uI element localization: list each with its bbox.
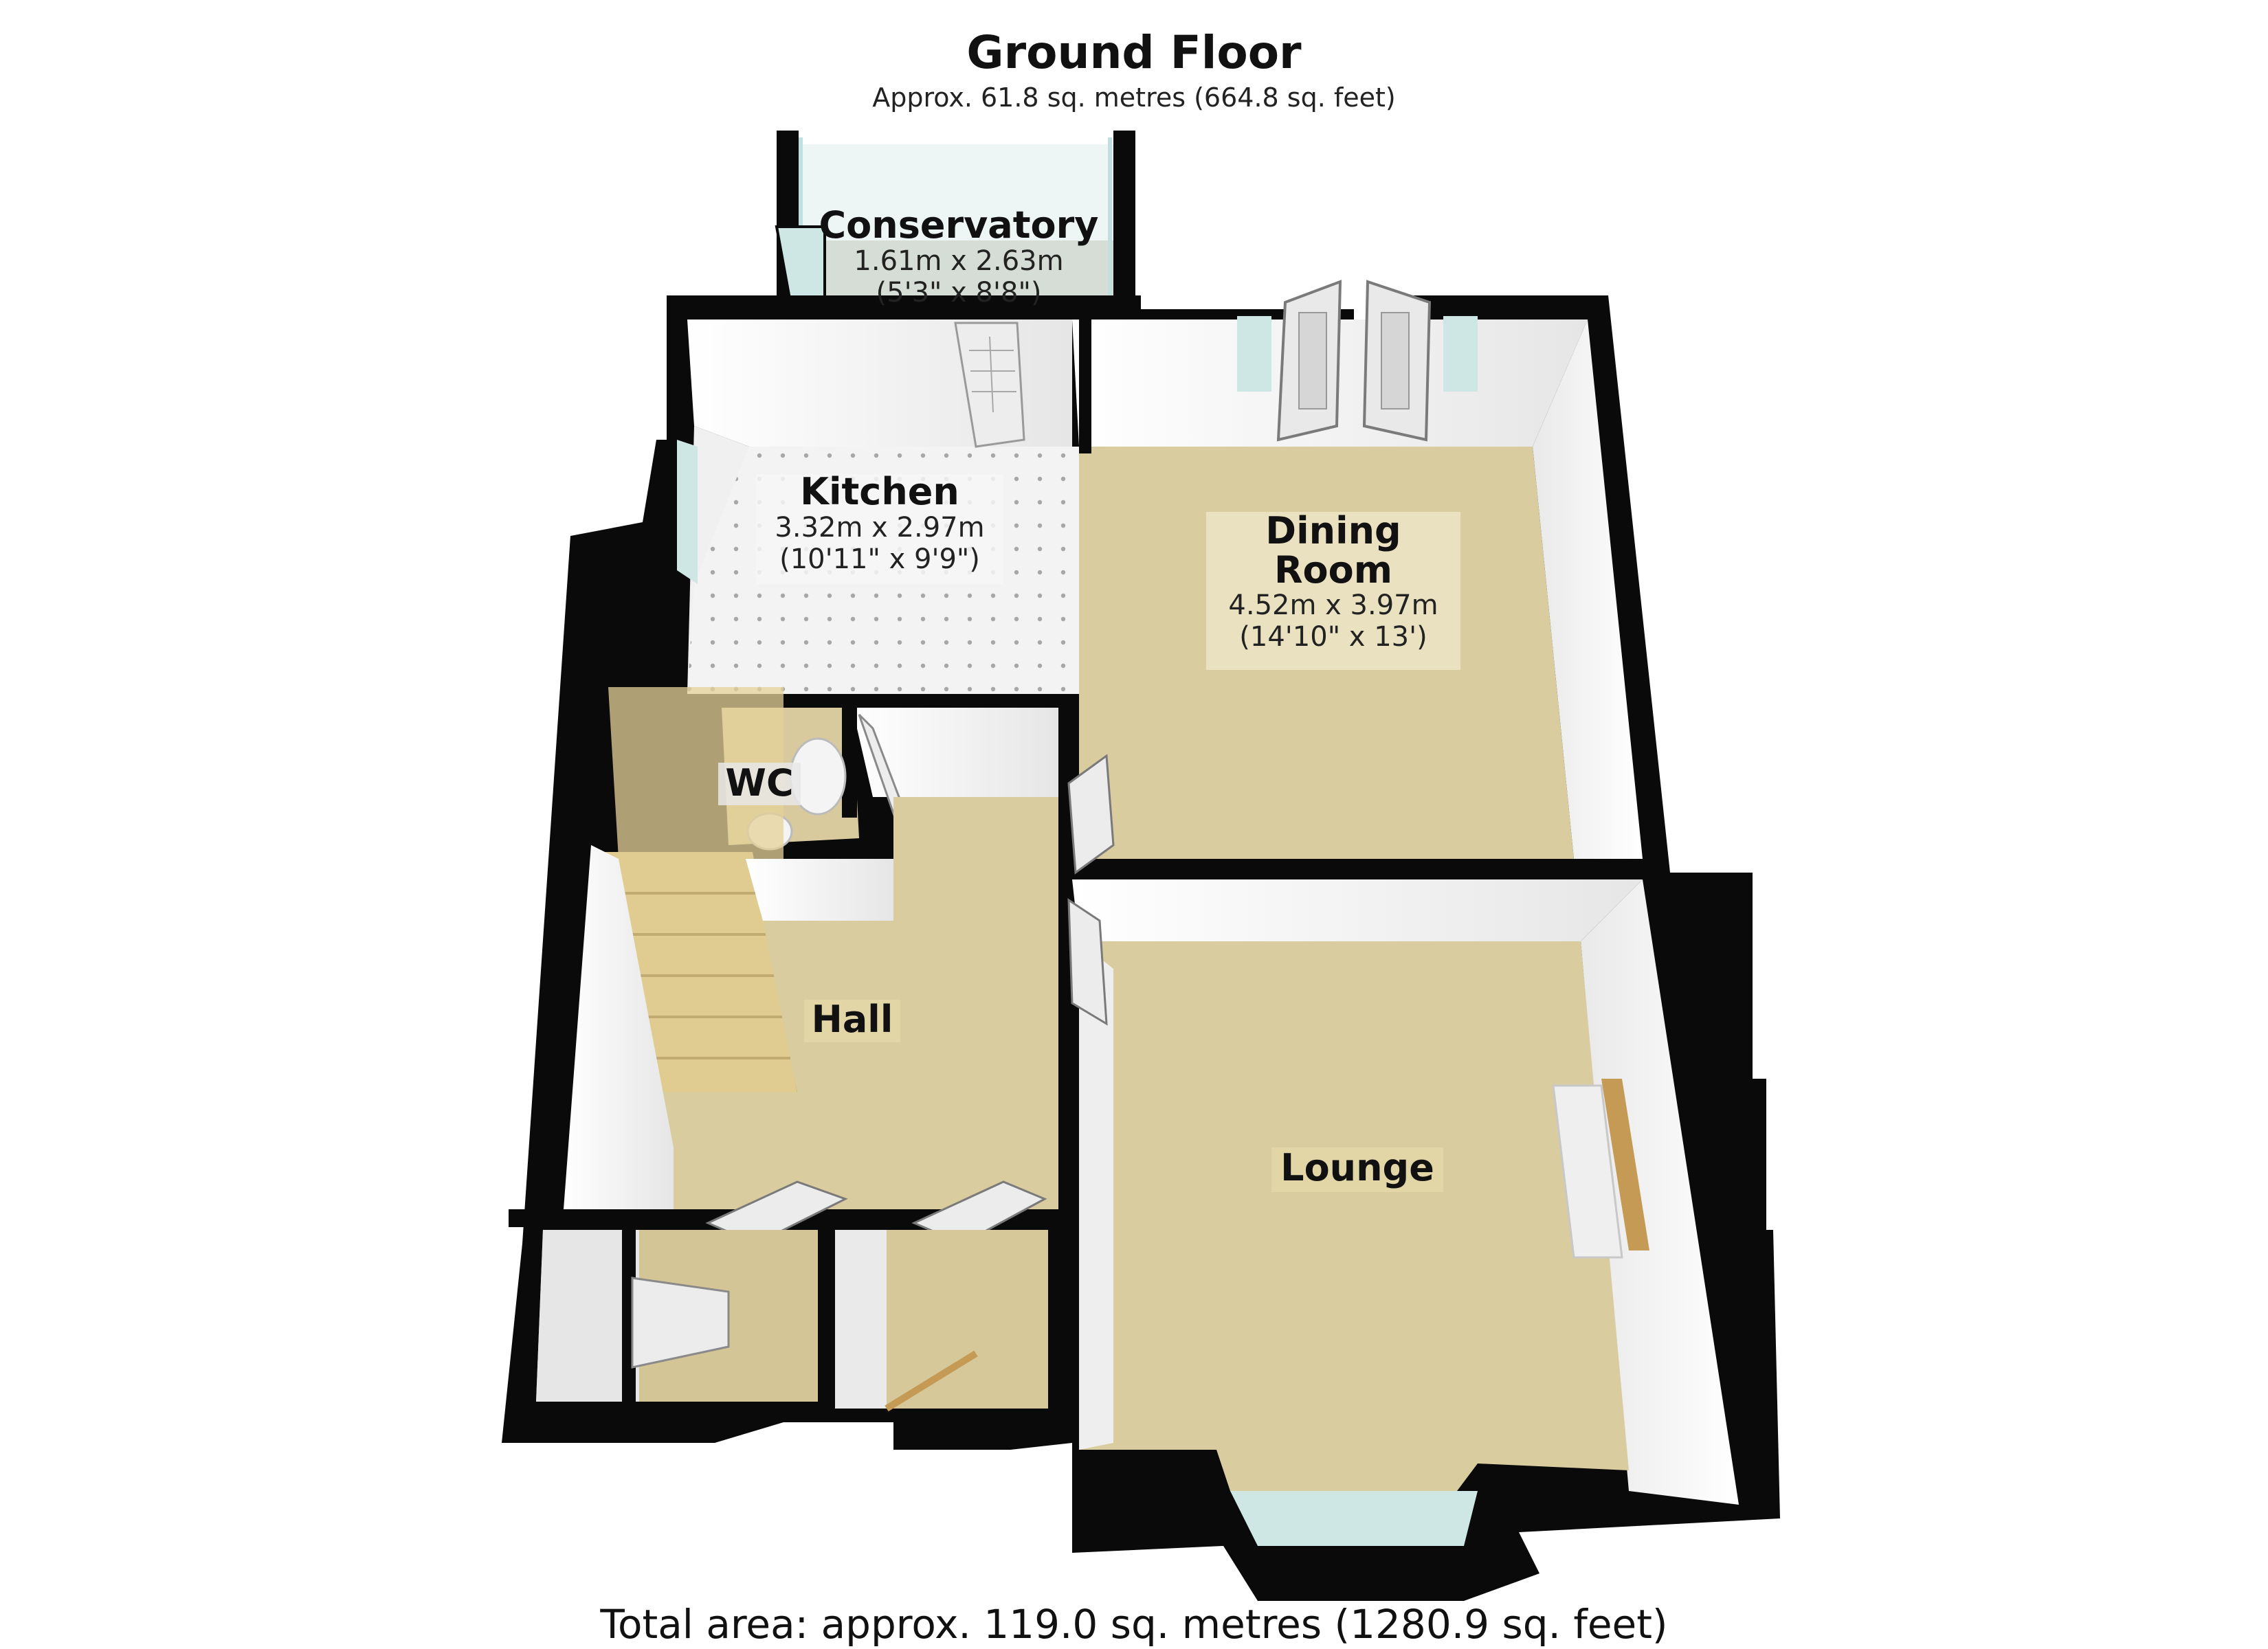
lounge-label-background — [1271, 1147, 1443, 1192]
porch-area — [536, 1230, 1048, 1412]
lounge-label: Lounge — [1265, 1146, 1450, 1189]
total-area: Total area: approx. 119.0 sq. metres (12… — [600, 1601, 1668, 1648]
room-metric-size: 4.52m x 3.97m — [1228, 590, 1438, 622]
lounge-room — [1067, 879, 1766, 1546]
kitchen-label-background — [756, 474, 1003, 584]
room-name: Conservatory — [819, 203, 1099, 247]
room-metric-size: 3.32m x 2.97m — [775, 511, 985, 543]
room-name: Hall — [811, 998, 893, 1041]
wc-label: WC — [711, 761, 808, 805]
room-name: WC — [725, 761, 794, 805]
room-name-line2: Room — [1274, 548, 1393, 592]
room-imperial-size: (5'3" x 8'8") — [876, 276, 1042, 309]
room-name-line1: Dining — [1265, 509, 1401, 552]
dining-room-label: Dining Room 4.52m x 3.97m (14'10" x 13') — [1192, 509, 1474, 653]
staircase — [605, 687, 893, 1092]
room-metric-size: 1.61m x 2.63m — [854, 245, 1064, 277]
wc-label-background — [718, 763, 801, 805]
conservatory-label: Conservatory 1.61m x 2.63m (5'3" x 8'8") — [790, 203, 1127, 309]
hall-label: Hall — [797, 1000, 907, 1040]
room-imperial-size: (10'11" x 9'9") — [779, 543, 980, 575]
floor-title: Ground Floor — [966, 26, 1302, 79]
room-name: Lounge — [1280, 1146, 1434, 1189]
room-imperial-size: (14'10" x 13') — [1239, 621, 1427, 653]
room-name: Kitchen — [800, 470, 959, 513]
hall-label-background — [804, 1000, 900, 1042]
dining-label-background — [1206, 512, 1460, 670]
kitchen-label: Kitchen 3.32m x 2.97m (10'11" x 9'9") — [739, 470, 1021, 575]
floor-area: Approx. 61.8 sq. metres (664.8 sq. feet) — [872, 82, 1396, 113]
